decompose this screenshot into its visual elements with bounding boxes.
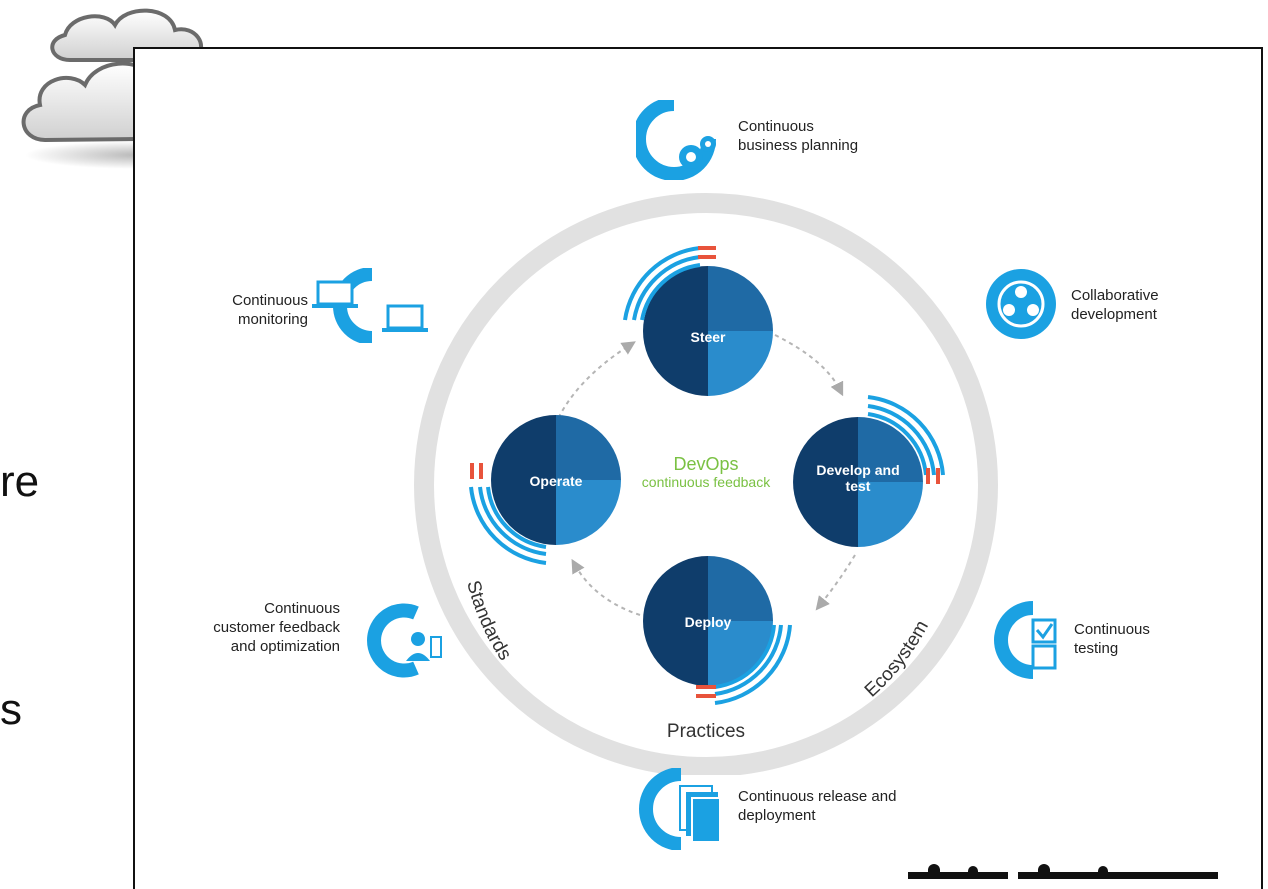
node-label-steer: Steer (690, 329, 726, 345)
node-label-develop-2: test (846, 478, 871, 494)
customer-feedback-icon (367, 603, 442, 678)
diagram-panel (133, 47, 1263, 889)
connector-operate-steer (554, 341, 636, 426)
connector-develop-deploy (815, 554, 856, 611)
business-planning-icon (636, 100, 716, 180)
testing-icon (994, 601, 1057, 679)
monitoring-icon (312, 268, 428, 343)
node-label-develop-1: Develop and (816, 462, 899, 478)
node-label-operate: Operate (530, 473, 583, 489)
left-text-fragment-2: s (0, 685, 22, 734)
node-steer: Steer (623, 246, 773, 396)
node-operate: Operate (469, 415, 621, 565)
collaborative-development-icon (986, 269, 1056, 339)
ring-word-practices: Practices (667, 721, 745, 742)
connector-steer-develop (774, 334, 844, 397)
devops-subtitle: continuous feedback (642, 474, 771, 490)
node-deploy: Deploy (643, 556, 792, 705)
outer-ring (414, 193, 998, 775)
node-develop-and-test: Develop and test (793, 395, 945, 547)
partial-logo (908, 862, 1223, 879)
devops-diagram: Steer Develop and test Deploy Oper (414, 193, 998, 775)
devops-title: DevOps (673, 454, 738, 474)
release-deployment-icon (639, 768, 721, 850)
connector-deploy-operate (571, 558, 641, 616)
left-text-fragment-1: re (0, 457, 40, 506)
node-label-deploy: Deploy (685, 614, 732, 630)
